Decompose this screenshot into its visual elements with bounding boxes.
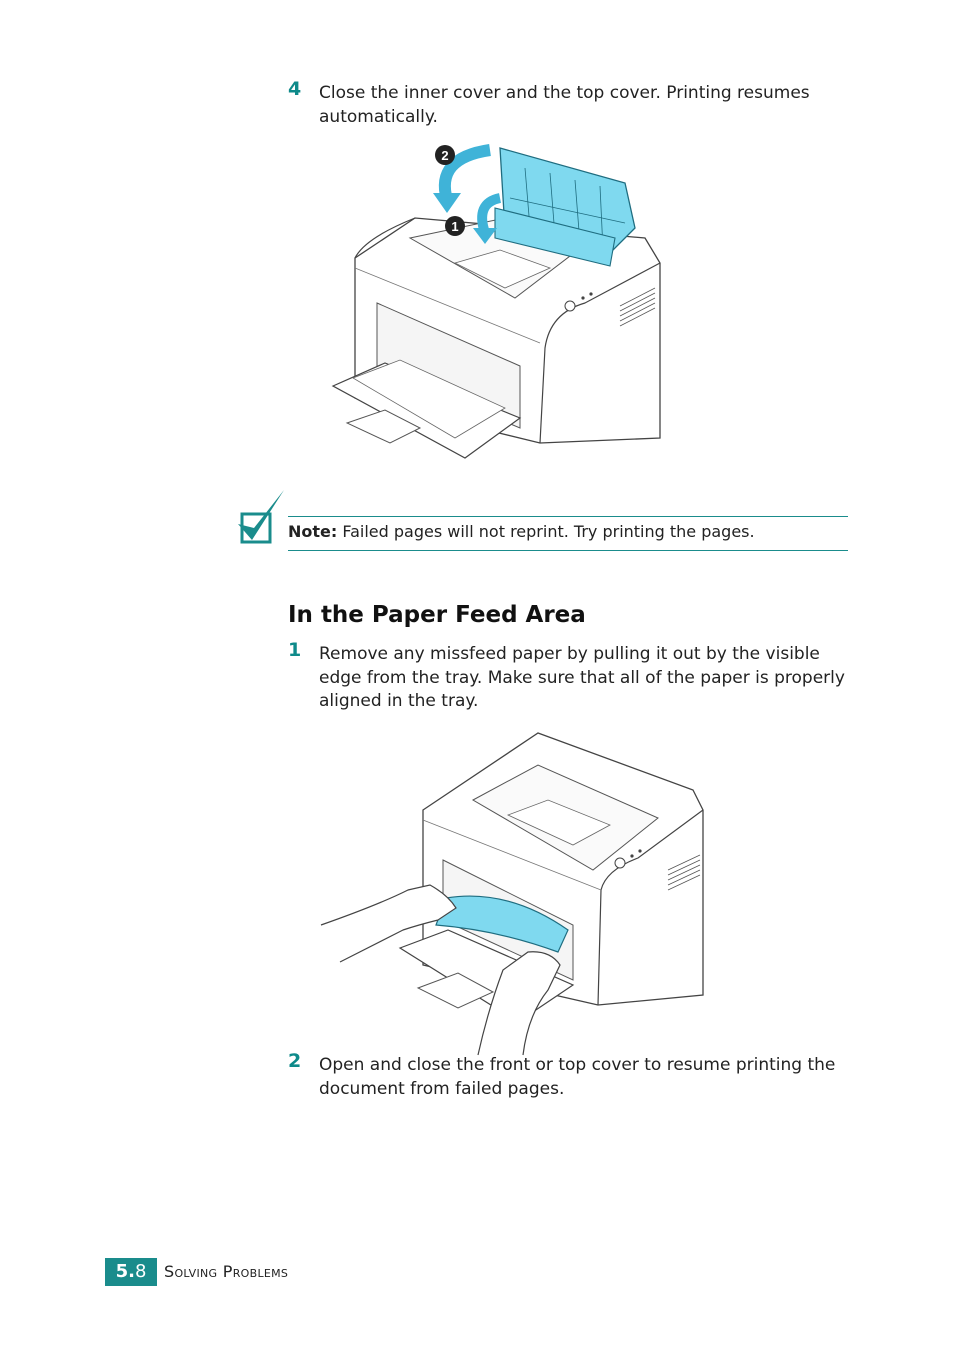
callout-2: 2 bbox=[441, 148, 448, 163]
note-text: Failed pages will not reprint. Try print… bbox=[337, 522, 755, 541]
step-text: Open and close the front or top cover to… bbox=[319, 1055, 836, 1099]
paper-feed-jam-removal-illustration bbox=[320, 732, 704, 1056]
checkmark-note-icon bbox=[238, 490, 284, 544]
step-2: 2 Open and close the front or top cover … bbox=[288, 1050, 848, 1101]
callout-1: 1 bbox=[451, 219, 458, 234]
step-text: Remove any missfeed paper by pulling it … bbox=[319, 644, 845, 711]
page-number: 8 bbox=[134, 1261, 147, 1282]
step-1: 1 Remove any missfeed paper by pulling i… bbox=[288, 639, 848, 714]
printer-closing-covers-illustration: 2 1 bbox=[331, 144, 661, 459]
page-number-badge: 5.8 bbox=[105, 1258, 157, 1286]
note-label: Note: bbox=[288, 522, 338, 541]
step-4: 4 Close the inner cover and the top cove… bbox=[288, 78, 848, 129]
step-number: 4 bbox=[288, 78, 302, 100]
footer-section-title: Solving Problems bbox=[164, 1262, 289, 1281]
step-number: 2 bbox=[288, 1050, 302, 1072]
note-rule-top bbox=[288, 516, 848, 517]
chapter-number: 5. bbox=[115, 1261, 135, 1282]
note-rule-bottom bbox=[288, 550, 848, 551]
step-text: Close the inner cover and the top cover.… bbox=[319, 83, 810, 127]
section-heading: In the Paper Feed Area bbox=[288, 602, 586, 628]
note: Note: Failed pages will not reprint. Try… bbox=[288, 522, 755, 542]
step-number: 1 bbox=[288, 639, 302, 661]
